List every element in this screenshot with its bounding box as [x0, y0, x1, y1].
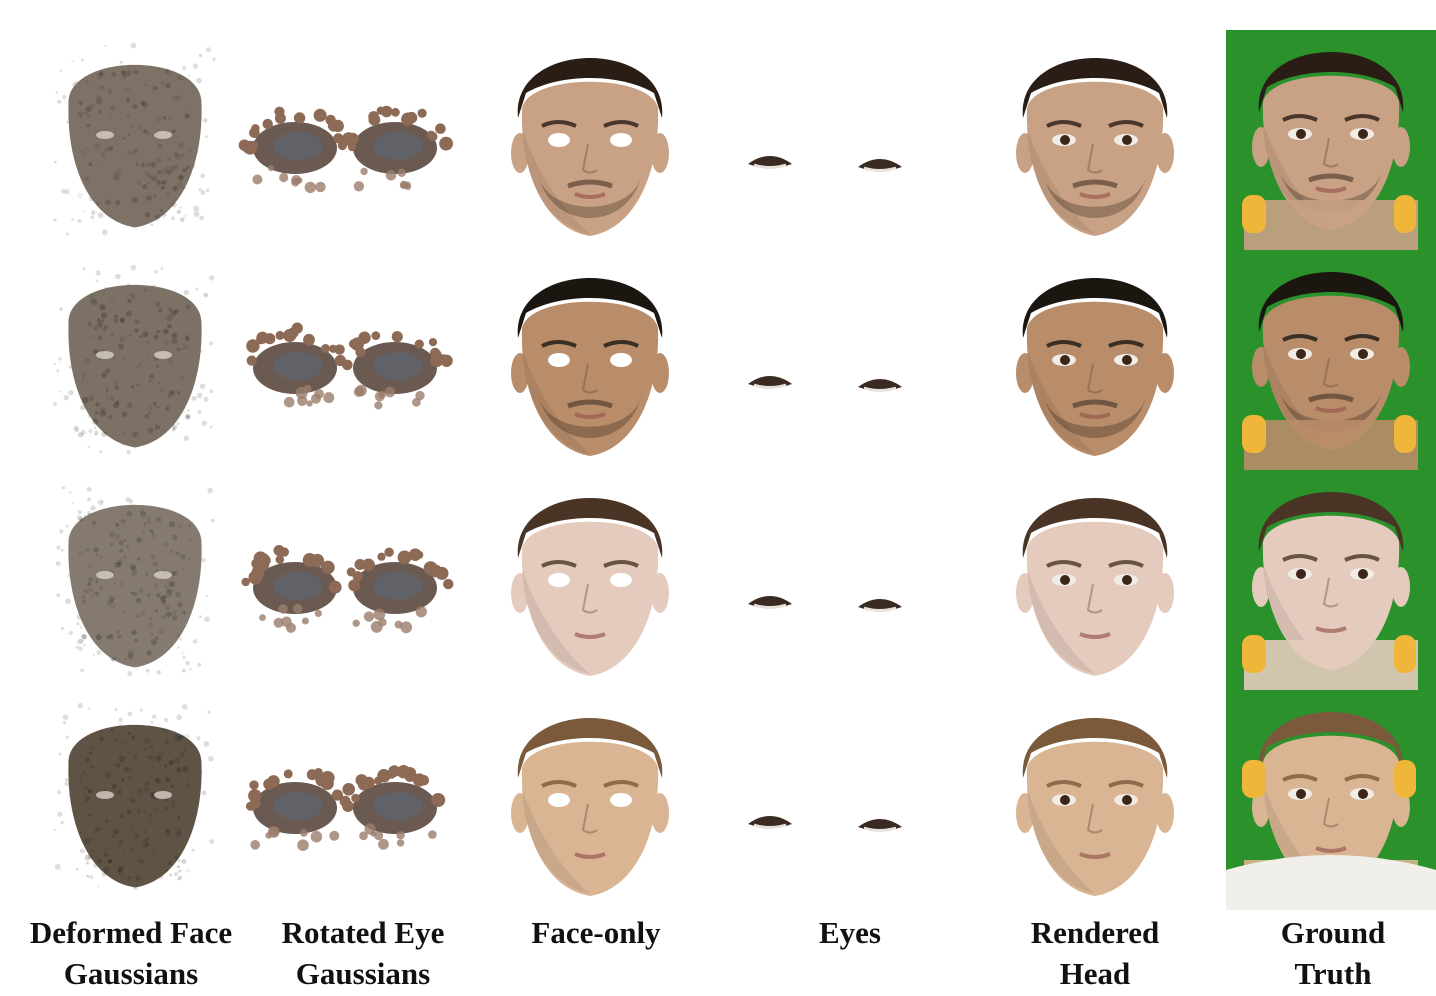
label-face-only: Face-only: [531, 912, 660, 953]
column-labels: Deformed FaceGaussians Rotated EyeGaussi…: [0, 912, 1436, 996]
label-ground-truth: GroundTruth: [1281, 912, 1386, 994]
rendered-head-image: [985, 690, 1205, 910]
label-rendered-head: RenderedHead: [1031, 912, 1160, 994]
label-rotated-eye-gaussians: Rotated EyeGaussians: [282, 912, 445, 994]
face-only-image: [480, 690, 700, 910]
face-only-image: [480, 470, 700, 690]
ground-truth-image: [1226, 470, 1436, 690]
rotated-eye-gaussians-image: [225, 250, 475, 470]
rendered-head-image: [985, 30, 1205, 250]
deformed-face-gaussians-image: [35, 30, 235, 250]
ground-truth-image: [1226, 690, 1436, 910]
eyes-image: [740, 250, 940, 470]
rendered-head-image: [985, 250, 1205, 470]
label-deformed-face-gaussians: Deformed FaceGaussians: [30, 912, 232, 994]
ground-truth-image: [1226, 30, 1436, 250]
deformed-face-gaussians-image: [35, 470, 235, 690]
figure-grid: [0, 0, 1436, 910]
eyes-image: [740, 470, 940, 690]
eyes-image: [740, 30, 940, 250]
ground-truth-image: [1226, 250, 1436, 470]
face-only-image: [480, 250, 700, 470]
eyes-image: [740, 690, 940, 910]
rotated-eye-gaussians-image: [225, 470, 475, 690]
label-eyes: Eyes: [819, 912, 881, 953]
rotated-eye-gaussians-image: [225, 690, 475, 910]
rotated-eye-gaussians-image: [225, 30, 475, 250]
deformed-face-gaussians-image: [35, 690, 235, 910]
rendered-head-image: [985, 470, 1205, 690]
face-only-image: [480, 30, 700, 250]
deformed-face-gaussians-image: [35, 250, 235, 470]
